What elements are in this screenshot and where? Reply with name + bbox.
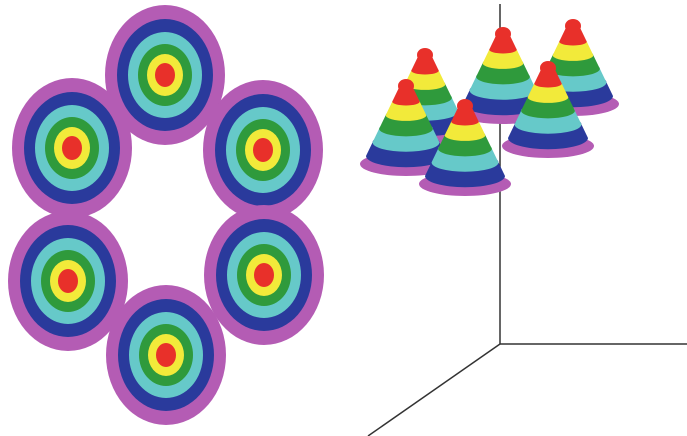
cone-tip <box>417 48 433 62</box>
ring-spot <box>12 78 132 218</box>
ring-spot <box>203 80 323 220</box>
y-axis <box>368 344 500 436</box>
perspective-cone-lattice <box>360 19 619 196</box>
top-view-ring-lattice <box>8 5 324 425</box>
ring-band <box>156 343 176 367</box>
ring-band <box>253 138 273 162</box>
cone-tip <box>398 79 414 93</box>
cone-tip <box>457 99 473 113</box>
ring-spot <box>106 285 226 425</box>
cone-tip <box>540 61 556 75</box>
ring-band <box>155 63 175 87</box>
cone-tip <box>565 19 581 33</box>
ring-band <box>62 136 82 160</box>
ring-spot <box>204 205 324 345</box>
ring-band <box>254 263 274 287</box>
ring-band <box>58 269 78 293</box>
cone-tip <box>495 27 511 41</box>
